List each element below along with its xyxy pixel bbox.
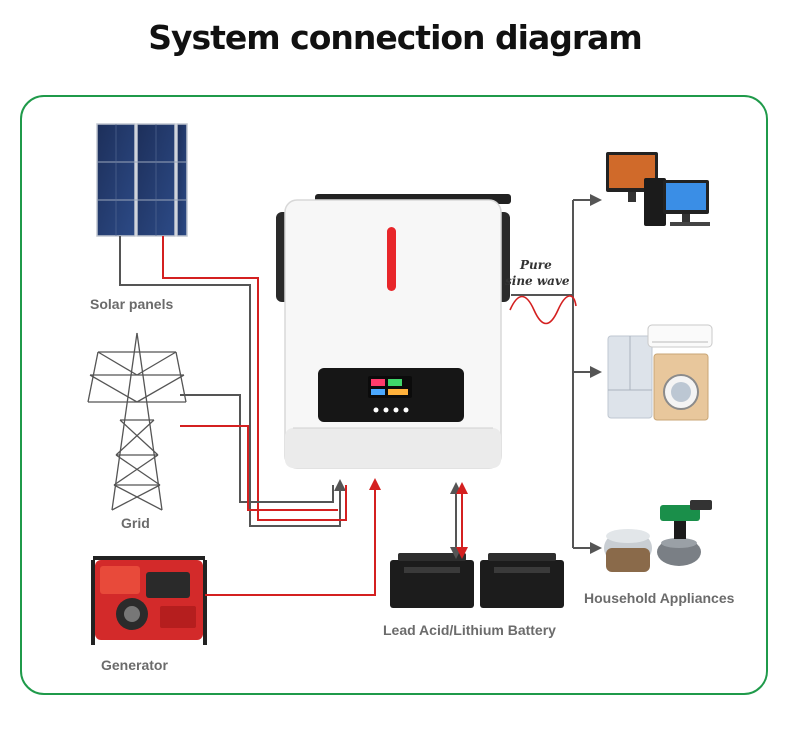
diagram-title: System connection diagram [148, 18, 643, 57]
generator-red-wire [205, 478, 381, 596]
computers-image [606, 152, 710, 226]
sine-wave [509, 295, 577, 325]
grid-dark-wire [180, 394, 334, 503]
solar-red-wire [162, 236, 347, 521]
solar-panel-image [96, 123, 188, 237]
kitchen-appliances-image [604, 500, 712, 572]
generator-image [91, 556, 207, 645]
grid-tower-image [87, 332, 187, 511]
diagram-frame [20, 95, 768, 695]
generator-label: Generator [101, 657, 168, 673]
grid-red-wire [180, 425, 338, 511]
home-appliances-image [607, 324, 713, 421]
battery-label: Lead Acid/Lithium Battery [383, 622, 556, 638]
grid-label: Grid [121, 515, 150, 531]
inverter-indicator-light [387, 227, 396, 291]
battery-image [390, 553, 564, 608]
solar-panels-label: Solar panels [90, 296, 174, 312]
wave-label-line1: Pure [519, 258, 552, 272]
wave-label-line2: sine wave [505, 274, 570, 288]
household-appliances-label: Household Appliances [584, 590, 735, 606]
inverter-image [276, 194, 511, 469]
